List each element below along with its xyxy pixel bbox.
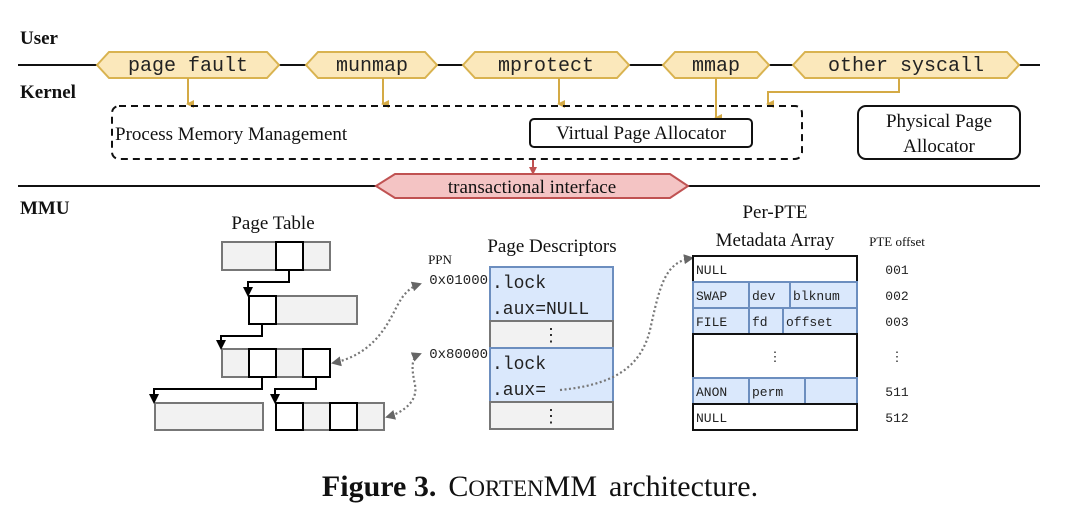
physical-page-allocator-label-line2: Allocator: [903, 136, 975, 157]
physical-page-allocator-label-line1: Physical Page: [886, 111, 992, 132]
virtual-page-allocator-label: Virtual Page Allocator: [556, 123, 726, 144]
layer-label-mmu: MMU: [20, 198, 70, 219]
metadata-cell-text: fd: [752, 315, 768, 330]
pd-aux-field: .aux=: [492, 381, 546, 401]
pt-entry-pointed: [329, 402, 358, 431]
metadata-row: NULL 001: [692, 255, 909, 283]
metadata-row: SWAP dev blknum 002: [692, 281, 909, 309]
syscall-label: other syscall: [828, 55, 984, 78]
syscall-arrows: [186, 78, 900, 122]
metadata-row: ⋮⋮: [692, 333, 904, 379]
pt-entry: [248, 295, 277, 325]
caption-text: Figure 3. CORTENMM architecture.: [322, 470, 758, 503]
metadata-cell-text: perm: [752, 385, 783, 400]
pt-entry: [275, 402, 304, 431]
caption-rest: architecture.: [609, 470, 758, 503]
transactional-interface-label: transactional interface: [448, 177, 616, 198]
pte-offset-value: 001: [885, 263, 909, 278]
pte-offset-value: 511: [885, 385, 909, 400]
metadata-row: ANON perm 511: [692, 377, 909, 405]
metadata-cell-text: offset: [786, 315, 833, 330]
metadata-cell: [692, 403, 858, 431]
link-pt-to-ppn-0x80000: [385, 352, 422, 420]
physical-page-allocator-box: [857, 105, 1021, 160]
transactional-interface: transactional interface: [374, 173, 690, 199]
syscall-mmap: mmap: [661, 51, 771, 79]
link-aux-to-metadata-array: [559, 254, 694, 392]
process-memory-management-label: Process Memory Management: [115, 124, 348, 145]
pte-offset-value: 002: [885, 289, 908, 304]
metadata-cell: [692, 255, 858, 283]
page-descriptor-gap: [489, 320, 614, 349]
page-table-title: Page Table: [231, 213, 314, 234]
metadata-cell-text: SWAP: [696, 289, 727, 304]
pd-ellipsis: ⋮: [542, 408, 560, 428]
layer-label-kernel: Kernel: [20, 82, 76, 103]
metadata-cell: [692, 307, 750, 335]
pt-entry-pointed: [302, 348, 331, 378]
metadata-cell-text: NULL: [696, 411, 727, 426]
metadata-cell: [692, 333, 858, 379]
page-descriptors-array: .lock .aux=NULL ⋮ .lock .aux= ⋮: [489, 266, 614, 430]
ppn-0x80000: 0x80000: [429, 347, 488, 363]
syscall-mprotect: mprotect: [461, 51, 631, 79]
pte-offset-ellipsis: ⋮: [891, 350, 904, 365]
metadata-cell-text: FILE: [696, 315, 727, 330]
pd-lock-field: .lock: [492, 274, 546, 294]
arrow-other-syscall: [766, 78, 900, 108]
metadata-cell: [692, 281, 750, 309]
pt-entry: [275, 241, 304, 271]
pd-ellipsis: ⋮: [542, 327, 560, 347]
page-descriptors-title: Page Descriptors: [487, 236, 616, 257]
metadata-row: NULL 512: [692, 403, 909, 431]
pt-arrow: [149, 377, 263, 404]
metadata-cell: [789, 281, 858, 309]
pt-arrow: [216, 324, 263, 350]
syscall-label: mmap: [692, 55, 740, 78]
metadata-cell-text: NULL: [696, 263, 727, 278]
syscall-label: page fault: [128, 55, 248, 78]
pd-aux-field: .aux=NULL: [492, 300, 589, 320]
virtual-page-allocator-box: [529, 118, 753, 148]
figure-caption: Figure 3. CORTENMM architecture.: [322, 470, 758, 503]
pte-offset-header: PTE offset: [869, 234, 925, 249]
syscall-other: other syscall: [791, 51, 1021, 79]
process-memory-management-box: [111, 105, 803, 160]
metadata-row: FILE fd offset 003: [692, 307, 909, 335]
pt-arrow: [270, 377, 317, 404]
metadata-cell: [804, 377, 858, 405]
metadata-cell: [782, 307, 858, 335]
caption-label: Figure 3.: [322, 470, 436, 503]
pte-offset-value: 003: [885, 315, 908, 330]
syscall-munmap: munmap: [304, 51, 439, 79]
metadata-ellipsis: ⋮: [769, 350, 782, 365]
page-descriptor-gap: [489, 401, 614, 430]
pt-entry: [248, 348, 277, 378]
page-descriptor-0x01000: [489, 266, 614, 322]
metadata-cell-text: ANON: [696, 385, 727, 400]
page-table: [149, 241, 385, 431]
pt-arrow: [243, 270, 290, 297]
syscall-label: mprotect: [498, 55, 594, 78]
caption-system-name: CORTENMM: [448, 470, 597, 503]
pte-offset-value: 512: [885, 411, 908, 426]
metadata-array-title-line1: Per-PTE: [742, 202, 807, 223]
syscall-page-fault: page fault: [95, 51, 281, 79]
metadata-cell-text: blknum: [793, 289, 840, 304]
ppn-header: PPN: [428, 252, 452, 267]
pd-lock-field: .lock: [492, 355, 546, 375]
ppn-0x01000: 0x01000: [429, 273, 488, 289]
pt-level4-node-left: [154, 402, 264, 431]
layer-label-user: User: [20, 28, 59, 49]
metadata-array-title-line2: Metadata Array: [716, 230, 835, 251]
metadata-cell-text: dev: [752, 289, 776, 304]
syscall-label: munmap: [336, 55, 408, 78]
